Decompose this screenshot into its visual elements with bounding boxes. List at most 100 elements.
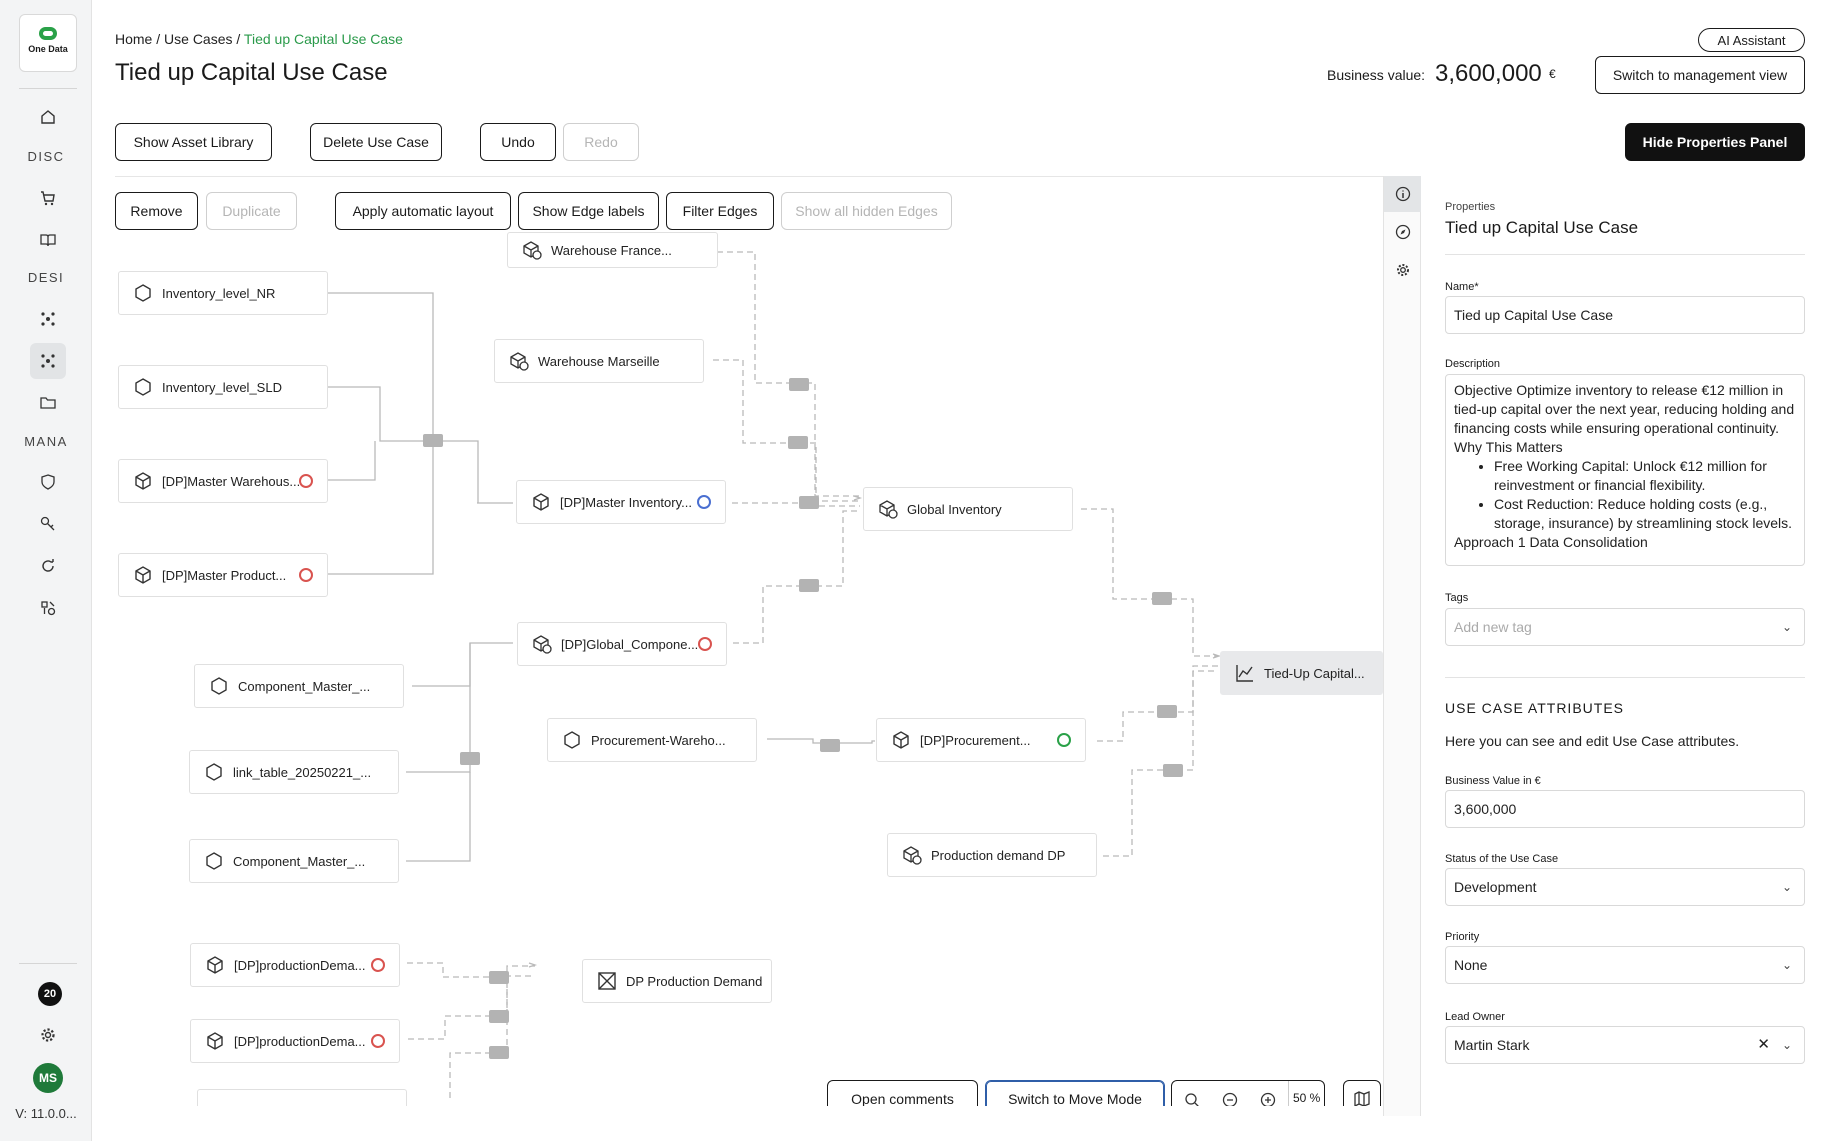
node-label: Production demand DP — [931, 847, 1066, 863]
home-icon[interactable] — [30, 99, 66, 135]
breadcrumb-separator: / — [236, 31, 241, 47]
compass-tab[interactable] — [1384, 214, 1421, 250]
graph-node-inventory-sld[interactable]: Inventory_level_SLD — [118, 365, 328, 409]
hide-properties-panel-button[interactable]: Hide Properties Panel — [1625, 123, 1805, 161]
show-all-hidden-edges-button[interactable]: Show all hidden Edges — [781, 192, 952, 230]
use-case-attributes-heading: USE CASE ATTRIBUTES — [1445, 700, 1624, 716]
graph-node-procurement-wareho[interactable]: Procurement-Wareho... — [547, 718, 757, 762]
breadcrumb-use-cases[interactable]: Use Cases — [164, 31, 233, 47]
sidebar-section-manage: MANA — [24, 434, 68, 449]
folder-icon[interactable] — [30, 385, 66, 421]
status-select[interactable]: Development ⌄ — [1445, 868, 1805, 906]
business-value-unit: € — [1549, 67, 1556, 81]
breadcrumb: Home / Use Cases / Tied up Capital Use C… — [115, 31, 403, 47]
settings-tab[interactable] — [1384, 252, 1421, 288]
use-case-icon[interactable] — [30, 343, 66, 379]
dataset-package-icon — [903, 846, 922, 865]
business-value-field-label: Business Value in € — [1445, 775, 1541, 787]
properties-title: Tied up Capital Use Case — [1445, 218, 1639, 237]
minimap-toggle-button[interactable] — [1343, 1080, 1381, 1106]
delete-use-case-button[interactable]: Delete Use Case — [310, 123, 442, 161]
info-tab[interactable] — [1384, 176, 1421, 212]
breadcrumb-home[interactable]: Home — [115, 31, 153, 47]
notification-count-badge[interactable]: 20 — [38, 982, 62, 1006]
chevron-down-icon: ⌄ — [1781, 880, 1792, 894]
gear-icon[interactable] — [30, 1017, 66, 1053]
status-indicator-icon — [371, 1034, 385, 1048]
node-label: link_table_20250221_... — [233, 764, 372, 780]
user-avatar[interactable]: MS — [33, 1063, 63, 1093]
zoom-fit-icon[interactable] — [1184, 1092, 1200, 1106]
show-asset-library-button[interactable]: Show Asset Library — [115, 123, 272, 161]
graph-canvas[interactable]: Remove Duplicate Apply automatic layout … — [115, 176, 1383, 1106]
map-icon — [1354, 1091, 1370, 1106]
zoom-out-icon[interactable] — [1222, 1092, 1238, 1106]
graph-node-production-demand-2[interactable]: [DP]productionDema... — [190, 1019, 400, 1063]
nodes-icon[interactable] — [30, 301, 66, 337]
chart-icon — [1236, 665, 1253, 682]
cart-icon[interactable] — [30, 180, 66, 216]
name-label: Name* — [1445, 281, 1479, 293]
graph-node-tied-up-capital[interactable]: Tied-Up Capital... — [1220, 651, 1383, 695]
zoom-controls: 50 % — [1171, 1080, 1325, 1106]
description-field[interactable]: Objective Optimize inventory to release … — [1445, 374, 1805, 566]
zoom-in-icon[interactable] — [1260, 1092, 1276, 1106]
apply-automatic-layout-button[interactable]: Apply automatic layout — [335, 192, 511, 230]
dataset-package-icon — [510, 352, 529, 371]
graph-node-production-demand-dp[interactable]: Production demand DP — [887, 833, 1097, 877]
description-text: Why This Matters — [1454, 439, 1563, 455]
book-icon[interactable] — [30, 222, 66, 258]
shield-icon[interactable] — [30, 464, 66, 500]
app-logo[interactable]: One Data — [19, 14, 77, 72]
refresh-icon[interactable] — [30, 548, 66, 584]
business-value-field[interactable]: 3,600,000 — [1445, 790, 1805, 828]
ai-assistant-button[interactable]: AI Assistant — [1698, 28, 1805, 52]
tags-label: Tags — [1445, 592, 1469, 604]
hexagon-icon — [206, 763, 222, 781]
graph-node-inventory-nr[interactable]: Inventory_level_NR — [118, 271, 328, 315]
graph-node-component-master-1[interactable]: Component_Master_... — [194, 664, 404, 708]
properties-section-label: Properties — [1445, 201, 1496, 213]
switch-to-move-mode-button[interactable]: Switch to Move Mode — [985, 1080, 1165, 1106]
node-label: [DP]productionDema... — [234, 957, 366, 973]
sidebar-section-discover: DISC — [27, 149, 65, 164]
key-icon[interactable] — [30, 506, 66, 542]
filter-edges-button[interactable]: Filter Edges — [666, 192, 774, 230]
graph-node-dp-procurement[interactable]: [DP]Procurement... — [876, 718, 1086, 762]
graph-node-dp-production-demand[interactable]: DP Production Demand — [582, 959, 772, 1003]
graph-node-warehouse-france[interactable]: Warehouse France... — [507, 232, 718, 268]
node-label: Inventory_level_NR — [162, 285, 276, 301]
tags-input[interactable]: Add new tag ⌄ — [1445, 608, 1805, 646]
show-edge-labels-button[interactable]: Show Edge labels — [518, 192, 659, 230]
remove-button[interactable]: Remove — [115, 192, 198, 230]
graph-node-master-product[interactable]: [DP]Master Product... — [118, 553, 328, 597]
properties-panel: Properties Tied up Capital Use Case Name… — [1445, 176, 1805, 1116]
graph-node-component-master-2[interactable]: Component_Master_... — [189, 839, 399, 883]
status-indicator-icon — [371, 958, 385, 972]
graph-node-master-inventory[interactable]: [DP]Master Inventory... — [516, 480, 726, 524]
node-label: DP Production Demand — [626, 973, 763, 989]
redo-button[interactable]: Redo — [563, 123, 639, 161]
graph-node-link-table[interactable]: link_table_20250221_... — [189, 750, 399, 794]
business-value-amount: 3,600,000 — [1435, 60, 1542, 87]
lead-owner-value: Martin Stark — [1454, 1037, 1530, 1053]
open-comments-button[interactable]: Open comments — [827, 1080, 978, 1106]
graph-node-partial[interactable] — [197, 1089, 407, 1106]
clear-icon[interactable]: ✕ — [1757, 1036, 1770, 1053]
switch-management-view-button[interactable]: Switch to management view — [1595, 56, 1805, 94]
duplicate-button[interactable]: Duplicate — [206, 192, 297, 230]
package-icon — [135, 566, 151, 584]
undo-button[interactable]: Undo — [480, 123, 556, 161]
priority-select[interactable]: None ⌄ — [1445, 946, 1805, 984]
graph-node-global-inventory[interactable]: Global Inventory — [863, 487, 1073, 531]
name-field[interactable]: Tied up Capital Use Case — [1445, 296, 1805, 334]
status-value: Development — [1454, 879, 1537, 895]
graph-node-warehouse-marseille[interactable]: Warehouse Marseille — [494, 339, 704, 383]
graph-node-master-warehouse[interactable]: [DP]Master Warehous... — [118, 459, 328, 503]
graph-node-production-demand-1[interactable]: [DP]productionDema... — [190, 943, 400, 987]
tools-icon[interactable] — [30, 590, 66, 626]
graph-node-global-component[interactable]: [DP]Global_Compone... — [517, 622, 727, 666]
node-label: [DP]productionDema... — [234, 1033, 366, 1049]
lead-owner-select[interactable]: Martin Stark ✕ ⌄ — [1445, 1026, 1805, 1064]
compass-icon — [1395, 224, 1411, 240]
